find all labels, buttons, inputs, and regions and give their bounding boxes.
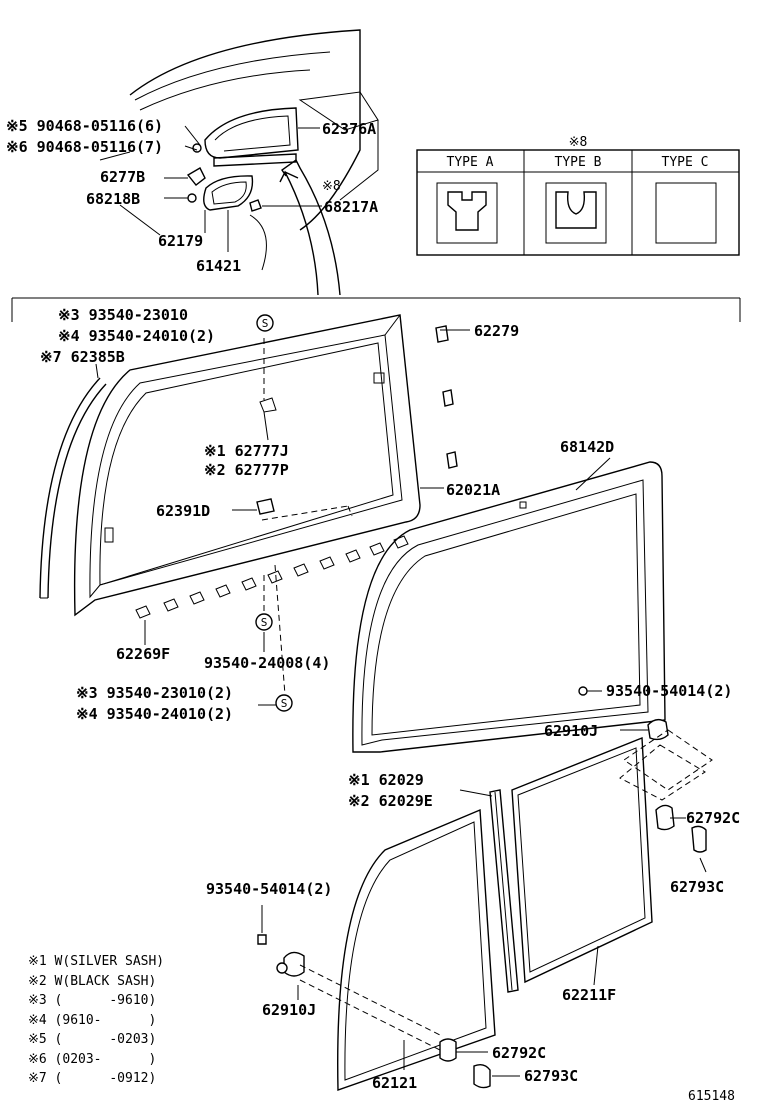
note: ※2 W(BLACK SASH) bbox=[28, 974, 156, 989]
callout: 61421 bbox=[196, 257, 241, 275]
svg-text:S: S bbox=[262, 317, 269, 330]
callout: 62793C bbox=[524, 1067, 578, 1085]
type-a-clip bbox=[436, 182, 498, 244]
callout: 93540-24008(4) bbox=[204, 654, 330, 672]
screw-symbols: S S S bbox=[255, 314, 293, 712]
callout: 62376A bbox=[322, 120, 376, 138]
callout: 62279 bbox=[474, 322, 519, 340]
sliding-panel-62121 bbox=[337, 808, 496, 1091]
callout: 62792C bbox=[492, 1044, 546, 1062]
callout: 62179 bbox=[158, 232, 203, 250]
glass-68142d bbox=[352, 457, 666, 753]
channel-62029 bbox=[459, 789, 519, 993]
callout: ※1 62029 bbox=[348, 771, 424, 789]
callout: ※4 93540-24010(2) bbox=[58, 327, 215, 345]
hardware-right bbox=[578, 686, 713, 873]
callout: 93540-54014(2) bbox=[206, 880, 332, 898]
callout: 93540-54014(2) bbox=[606, 682, 732, 700]
vehicle-body-sketch bbox=[119, 29, 379, 271]
callout: 62391D bbox=[156, 502, 210, 520]
sliding-panel-62211f bbox=[511, 736, 653, 984]
callout: 62121 bbox=[372, 1074, 417, 1092]
window-frame-62021a bbox=[73, 314, 421, 617]
type-c-clip bbox=[655, 182, 717, 244]
type-table-text: ※8 TYPE A TYPE B TYPE C bbox=[447, 135, 709, 170]
hardware-left bbox=[257, 905, 599, 1089]
note: ※6 (0203- ) bbox=[28, 1052, 156, 1067]
screw-symbol: S bbox=[275, 694, 293, 712]
direction-arrow bbox=[279, 158, 341, 296]
note: ※7 ( -0912) bbox=[28, 1071, 156, 1086]
note: ※4 (9610- ) bbox=[28, 1013, 156, 1028]
callout: 68218B bbox=[86, 190, 140, 208]
svg-text:S: S bbox=[261, 616, 268, 629]
callout: 62793C bbox=[670, 878, 724, 896]
type-header: TYPE A bbox=[447, 155, 494, 170]
callout: 62792C bbox=[686, 809, 740, 827]
section-bracket bbox=[11, 297, 741, 322]
callout: ※3 93540-23010 bbox=[58, 306, 188, 324]
callout: ※2 62029E bbox=[348, 792, 433, 810]
type-header: TYPE B bbox=[555, 155, 602, 170]
type-table bbox=[416, 149, 740, 256]
notes-legend: ※1 W(SILVER SASH) ※2 W(BLACK SASH) ※3 ( … bbox=[28, 954, 164, 1086]
callout: ※7 62385B bbox=[40, 348, 125, 366]
type-header: TYPE C bbox=[662, 155, 709, 170]
molding-62385b bbox=[39, 377, 107, 599]
callout: ※6 90468-05116(7) bbox=[6, 138, 163, 156]
note: ※3 ( -9610) bbox=[28, 993, 156, 1008]
callout: 62269F bbox=[116, 645, 170, 663]
small-parts-top bbox=[186, 143, 262, 212]
callout: 62021A bbox=[446, 481, 500, 499]
callout: ※5 90468-05116(6) bbox=[6, 117, 163, 135]
screw-symbol: S bbox=[256, 314, 274, 332]
callout-labels: ※5 90468-05116(6) ※6 90468-05116(7) 6237… bbox=[6, 117, 740, 1092]
type-table-mark: ※8 bbox=[569, 135, 588, 150]
svg-text:S: S bbox=[281, 697, 288, 710]
note: ※5 ( -0203) bbox=[28, 1032, 156, 1047]
callout: 6277B bbox=[100, 168, 145, 186]
quarter-window-top bbox=[204, 107, 299, 167]
pads-62269f bbox=[135, 535, 409, 619]
note: ※1 W(SILVER SASH) bbox=[28, 954, 164, 969]
screw-symbol: S bbox=[255, 613, 273, 631]
callout: 62910J bbox=[262, 1001, 316, 1019]
main-leaders bbox=[95, 329, 470, 706]
callout: ※2 62777P bbox=[204, 461, 289, 479]
diagram-id: 615148 bbox=[688, 1089, 735, 1104]
callout: 68142D bbox=[560, 438, 614, 456]
callout: ※1 62777J bbox=[204, 442, 289, 460]
callout: ※4 93540-24010(2) bbox=[76, 705, 233, 723]
top-leaders bbox=[99, 125, 322, 252]
callout: 62211F bbox=[562, 986, 616, 1004]
callout: ※8 bbox=[322, 179, 341, 194]
callout: 68217A bbox=[324, 198, 378, 216]
callout: 62910J bbox=[544, 722, 598, 740]
callout: ※3 93540-23010(2) bbox=[76, 684, 233, 702]
type-b-clip bbox=[545, 182, 607, 244]
